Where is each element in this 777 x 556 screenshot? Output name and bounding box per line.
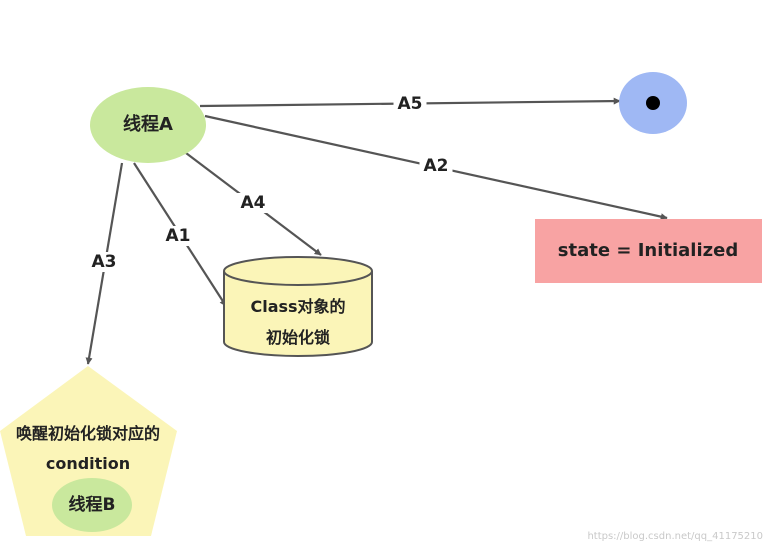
state-label: state = Initialized	[557, 240, 739, 261]
edge-label-a2: A2	[419, 156, 453, 176]
class-lock-cylinder	[223, 256, 373, 357]
condition-pentagon	[0, 366, 177, 536]
edge-label-a4: A4	[236, 193, 270, 213]
thread-b-node	[52, 478, 132, 532]
condition-label-line2: condition	[45, 454, 131, 473]
edge-label-a5: A5	[393, 94, 427, 114]
end-node-dot	[646, 96, 660, 110]
thread-a-node	[90, 87, 206, 163]
class-lock-label-line2: 初始化锁	[265, 328, 331, 347]
condition-label-line1: 唤醒初始化锁对应的	[15, 424, 161, 443]
watermark: https://blog.csdn.net/qq_41175210	[587, 531, 763, 542]
edge-label-a1: A1	[161, 226, 195, 246]
edge-label-a3: A3	[87, 252, 121, 272]
state-box	[535, 219, 762, 283]
class-lock-label-line1: Class对象的	[250, 297, 346, 316]
thread-a-label: 线程A	[123, 114, 173, 135]
thread-b-label: 线程B	[68, 495, 116, 515]
